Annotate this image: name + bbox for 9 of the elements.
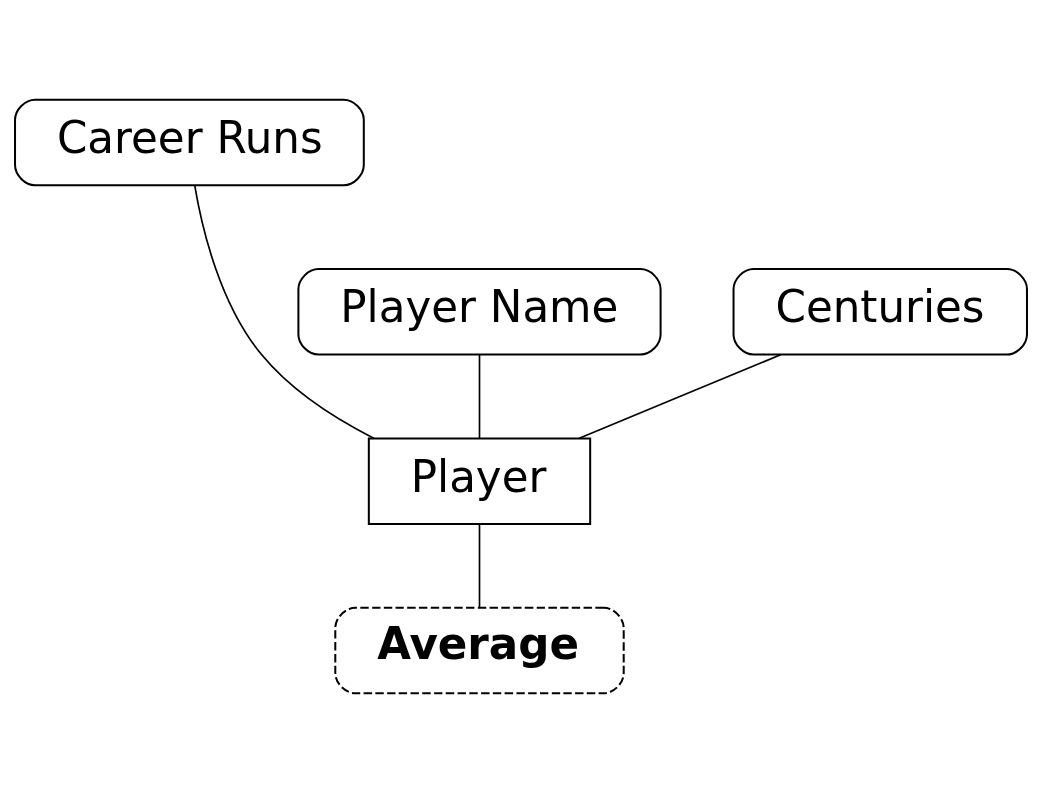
connector [578,353,782,440]
node-box: Player Name [297,268,662,356]
node-box: Average [334,606,625,695]
connector [193,184,375,440]
connector [478,523,481,609]
connector [478,354,481,439]
node-box: Centuries [732,268,1028,356]
node-box: Player [367,437,592,525]
node-box: Career Runs [14,98,365,187]
